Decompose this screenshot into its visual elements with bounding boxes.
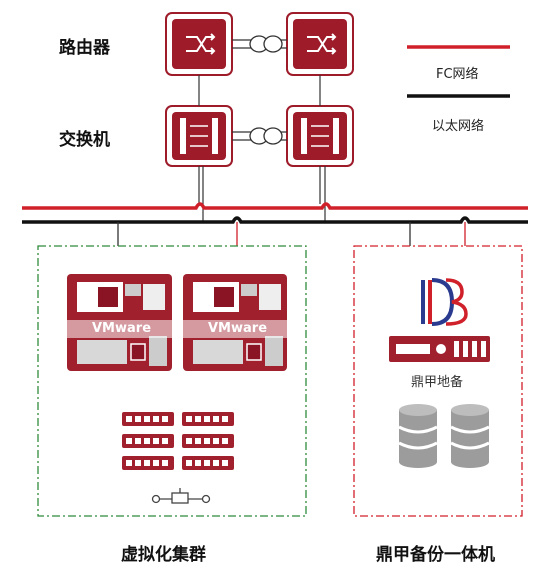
fc-network-line xyxy=(22,202,528,210)
drops xyxy=(117,222,466,246)
virt-cluster-border xyxy=(37,245,307,517)
router-right[interactable] xyxy=(286,12,354,76)
switch-label: 交换机 xyxy=(59,130,110,150)
uplinks xyxy=(198,75,326,222)
switch-link xyxy=(232,127,287,145)
virt-cluster-title: 虚拟化集群 xyxy=(121,545,206,565)
router-link xyxy=(232,35,287,53)
backup-appliance-title: 鼎甲备份一体机 xyxy=(376,545,495,565)
switch-arrows-icon xyxy=(180,118,218,154)
ethernet-line xyxy=(22,216,528,224)
vmware-host-left[interactable] xyxy=(67,274,172,371)
network-link-icon xyxy=(151,488,211,504)
dingjia-caption: 鼎甲地备 xyxy=(411,375,464,390)
router-label: 路由器 xyxy=(59,38,110,58)
backup-appliance-border xyxy=(353,245,523,517)
switch-arrows-icon xyxy=(301,118,339,154)
router-left[interactable] xyxy=(165,12,233,76)
legend-fc-label: FC网络 xyxy=(436,67,479,82)
database-icon xyxy=(398,404,490,468)
switch-right[interactable] xyxy=(286,105,354,167)
crossed-arrows-icon xyxy=(186,33,216,55)
vmware-host-right[interactable] xyxy=(183,274,287,371)
legend xyxy=(407,45,510,98)
vmware-label-left: VMware xyxy=(92,321,152,336)
crossed-arrows-icon xyxy=(307,33,337,55)
db-logo-icon xyxy=(421,278,468,326)
legend-ethernet-label: 以太网络 xyxy=(432,119,485,134)
rack-server-icon[interactable] xyxy=(389,336,490,362)
storage-array xyxy=(122,412,234,470)
vmware-label-right: VMware xyxy=(208,321,268,336)
switch-left[interactable] xyxy=(165,105,233,167)
